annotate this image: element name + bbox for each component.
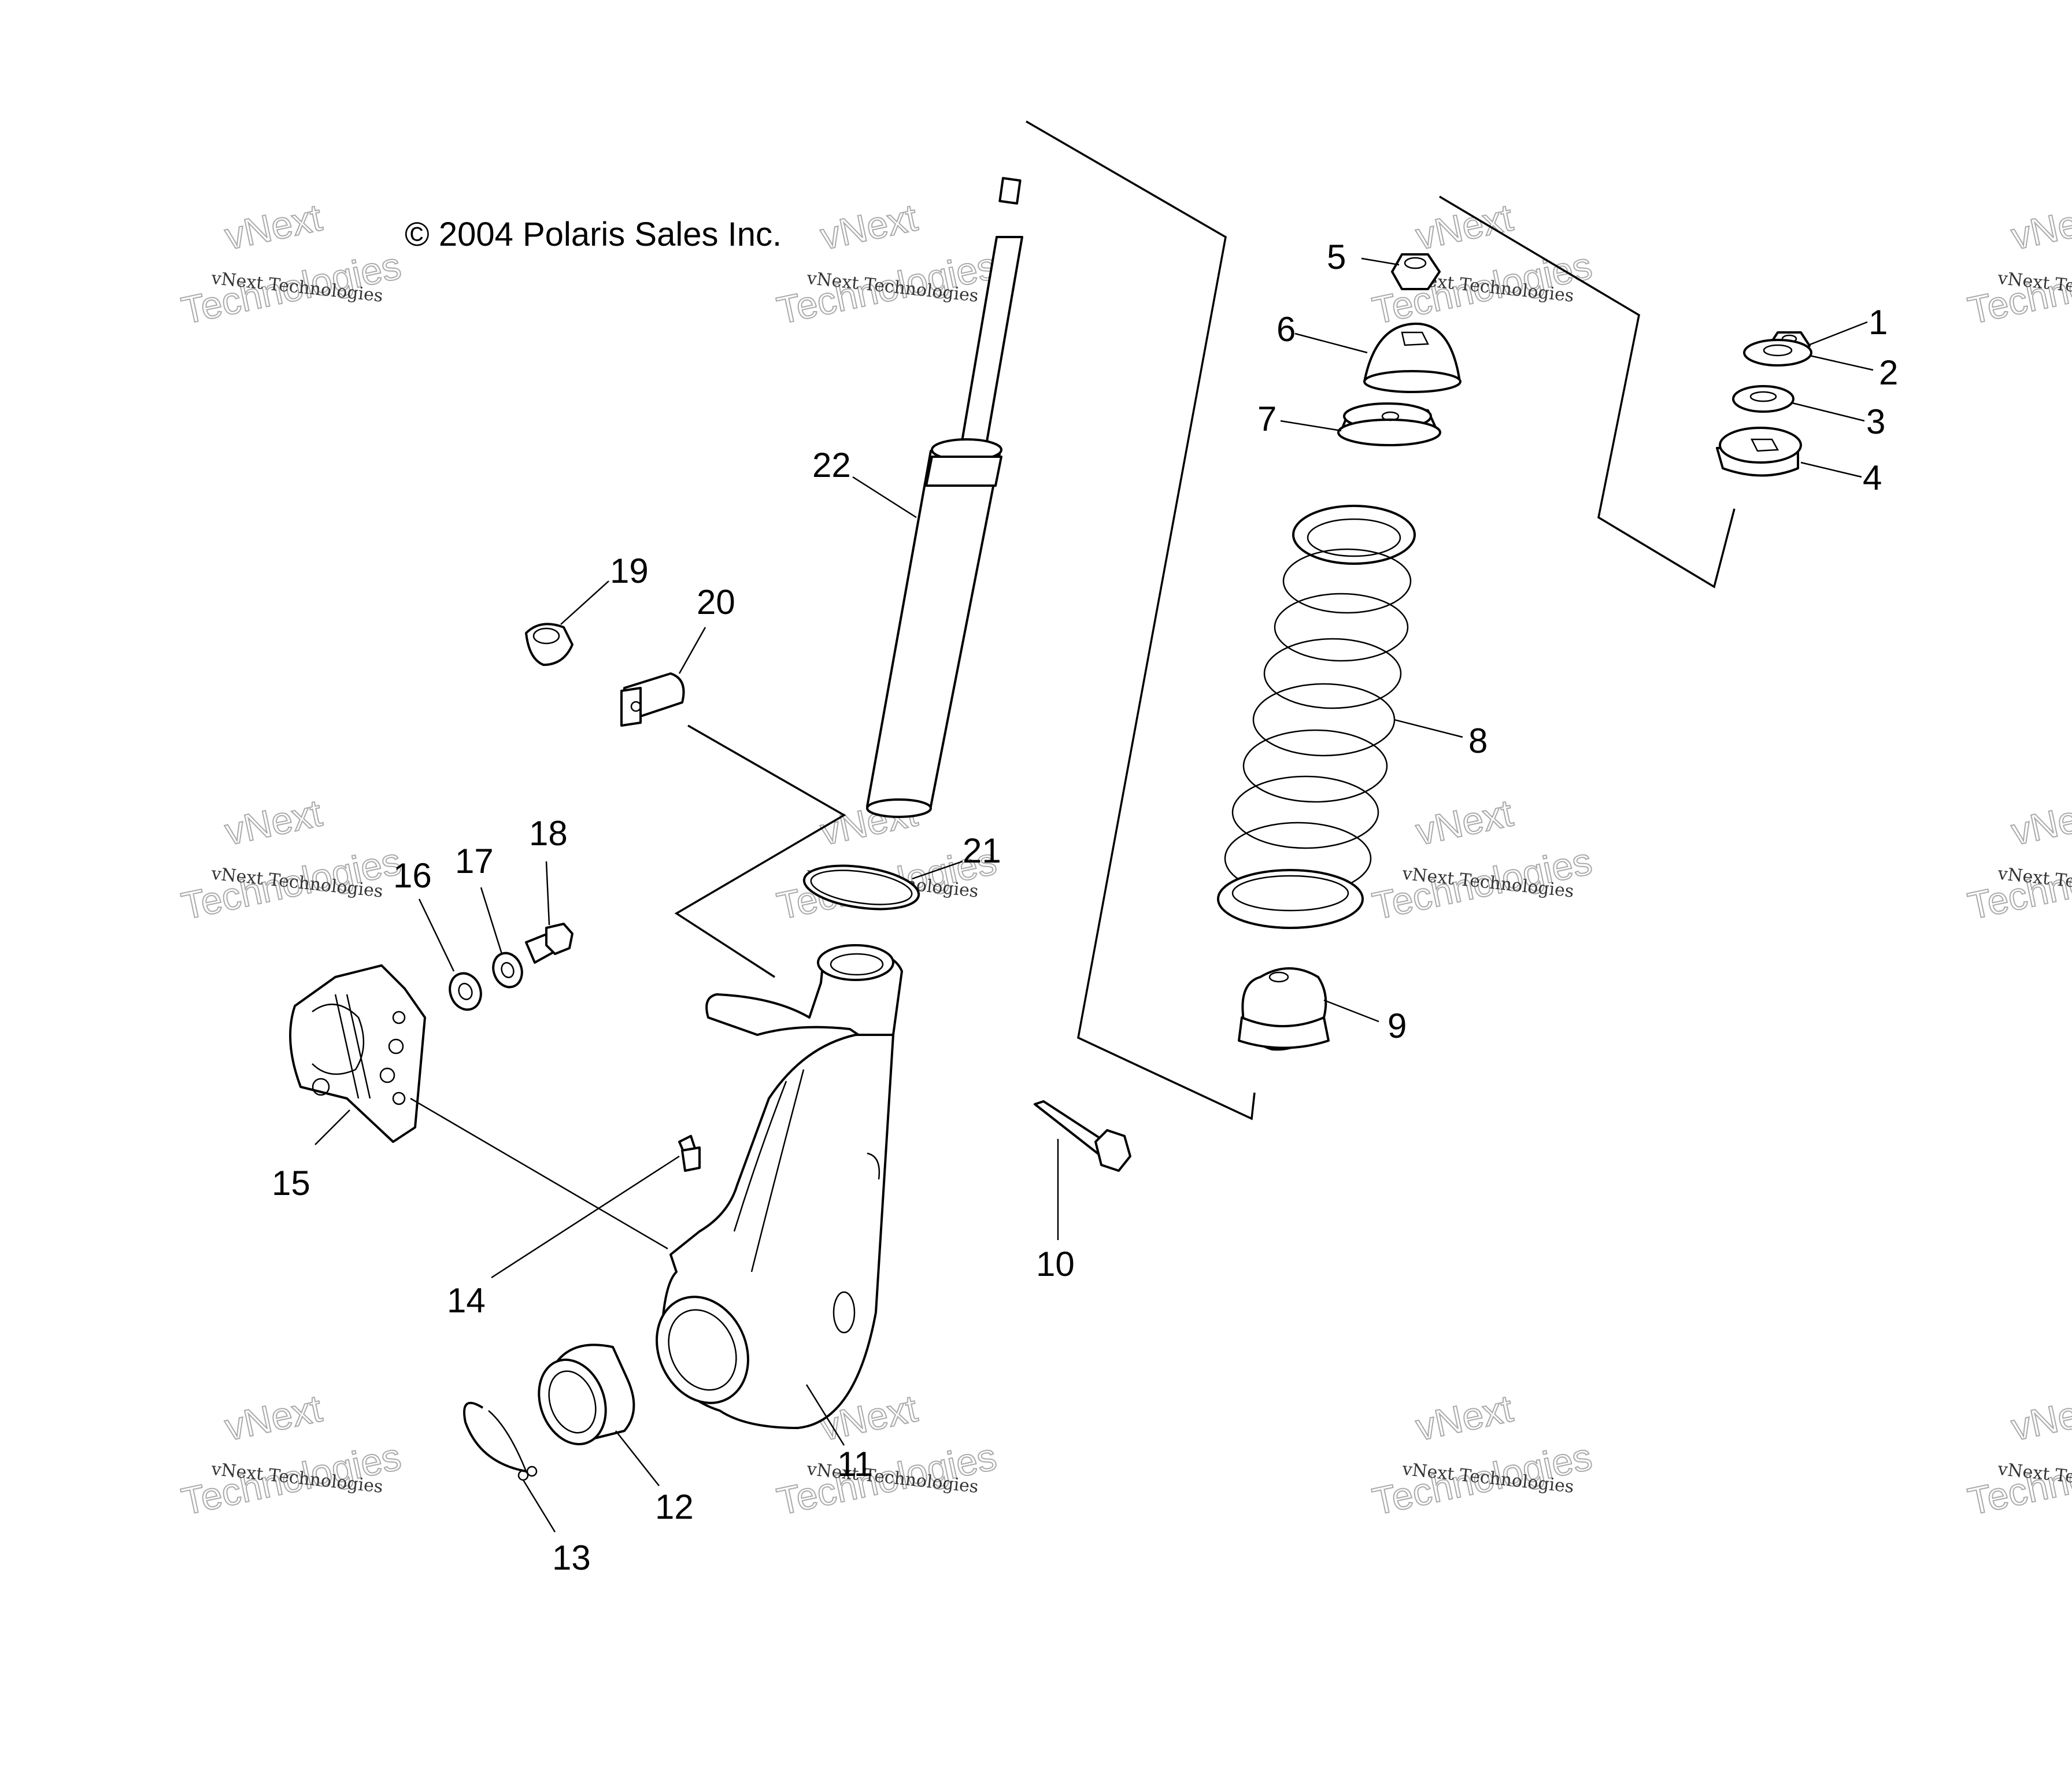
watermark: vNext Technologies vNext Technologies [177, 195, 405, 332]
callout-17: 17 [455, 842, 494, 880]
nut-5 [1391, 253, 1441, 290]
callout-12: 12 [655, 1488, 694, 1526]
washer-16 [449, 972, 482, 1011]
svg-text:vNext: vNext [221, 1386, 325, 1448]
callout-18: 18 [529, 814, 568, 853]
callout-8: 8 [1468, 722, 1488, 760]
svg-text:vNext: vNext [221, 195, 325, 257]
svg-text:vNext: vNext [2007, 791, 2072, 853]
watermark: vNext Technologies vNext Technologies [773, 195, 1001, 332]
watermark: vNext Technologies vNext Technologies [1964, 1386, 2072, 1523]
assembly-lines [674, 120, 1736, 1120]
callout-14: 14 [447, 1281, 486, 1320]
callout-21: 21 [963, 831, 1001, 870]
ring [802, 864, 920, 911]
snap-ring [463, 1401, 538, 1481]
callout-9: 9 [1388, 1007, 1407, 1045]
bolt-10 [1034, 1100, 1131, 1172]
svg-text:vNext: vNext [221, 791, 325, 853]
bump-stop [1238, 967, 1330, 1051]
svg-text:vNext: vNext [2007, 195, 2072, 257]
watermark: vNext Technologies vNext Technologies [1964, 195, 2072, 332]
strut-cartridge [866, 177, 1023, 818]
nut-19 [525, 623, 574, 666]
steering-knuckle [656, 944, 903, 1429]
callout-7: 7 [1257, 399, 1276, 438]
callout-2: 2 [1879, 353, 1898, 392]
clamp [620, 672, 685, 727]
callout-3: 3 [1866, 402, 1885, 441]
callout-10: 10 [1036, 1245, 1075, 1283]
spring-seat [1337, 402, 1441, 446]
svg-text:vNext: vNext [1412, 1386, 1516, 1448]
callout-13: 13 [552, 1538, 591, 1577]
coil-spring [1217, 505, 1416, 929]
svg-text:vNext: vNext [1412, 195, 1516, 257]
bearing [538, 1344, 635, 1445]
callout-5: 5 [1327, 238, 1346, 276]
svg-text:vNext: vNext [1412, 791, 1516, 853]
callout-11: 11 [837, 1445, 873, 1483]
watermark: vNext Technologies vNext Technologies [177, 790, 405, 928]
watermark: vNext Technologies vNext Technologies [177, 1386, 405, 1523]
washer-17 [492, 952, 523, 989]
callout-16: 16 [393, 856, 432, 895]
dome-cap [1363, 323, 1462, 393]
watermark: vNext Technologies vNext Technologies [1368, 790, 1596, 928]
callout-labels: 1 2 3 4 5 6 7 8 9 10 11 12 13 14 15 16 1… [272, 238, 1898, 1577]
leader-lines [314, 257, 1874, 1533]
washer-3 [1732, 385, 1794, 413]
callout-1: 1 [1868, 303, 1888, 342]
bolt-18 [525, 923, 574, 964]
svg-text:vNext: vNext [816, 195, 920, 257]
callout-20: 20 [697, 583, 735, 621]
brake-caliper [289, 964, 426, 1143]
grease-fitting [678, 1135, 701, 1172]
mount-bushing [1716, 427, 1802, 477]
callout-4: 4 [1863, 458, 1882, 497]
watermark: vNext Technologies vNext Technologies [1964, 790, 2072, 928]
svg-text:vNext: vNext [2007, 1386, 2072, 1448]
callout-22: 22 [812, 446, 851, 484]
callout-19: 19 [610, 552, 649, 590]
callout-6: 6 [1276, 310, 1296, 349]
callout-15: 15 [272, 1164, 310, 1202]
watermark: vNext Technologies vNext Technologies [1368, 1386, 1596, 1523]
copyright-text: © 2004 Polaris Sales Inc. [405, 216, 782, 253]
washer-2 [1743, 339, 1812, 367]
